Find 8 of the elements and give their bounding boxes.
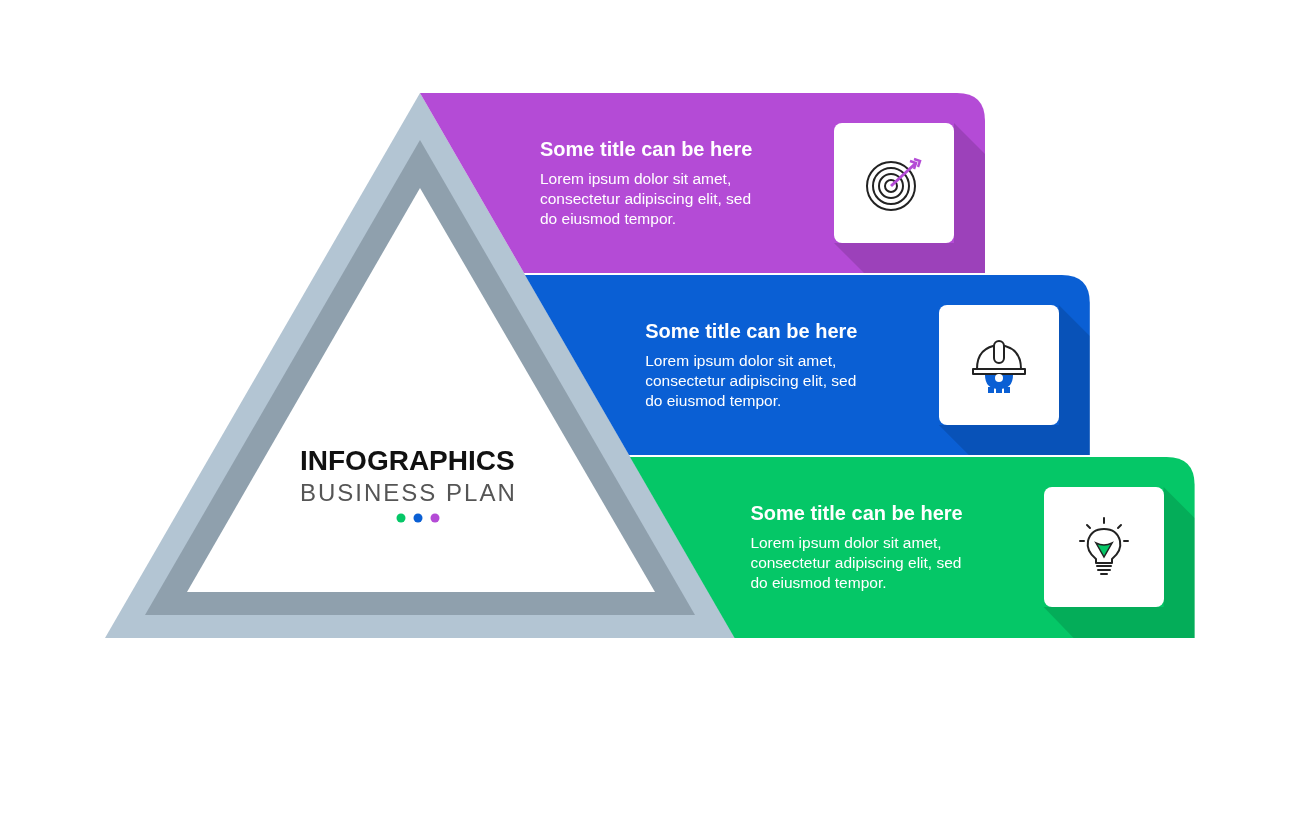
- item-description: Lorem ipsum dolor sit amet, consectetur adipiscing elit, sed do eiusmod tempor.: [645, 351, 858, 411]
- item-description: Lorem ipsum dolor sit amet, consectetur adipiscing elit, sed do eiusmod tempor.: [540, 169, 753, 229]
- item-title: Some title can be here: [540, 138, 753, 161]
- item-title: Some title can be here: [750, 502, 963, 525]
- item-title: Some title can be here: [645, 320, 858, 343]
- item-description: Lorem ipsum dolor sit amet, consectetur adipiscing elit, sed do eiusmod tempor.: [750, 533, 963, 593]
- subheading: BUSINESS PLAN: [300, 479, 517, 507]
- heading: INFOGRAPHICS: [300, 445, 515, 477]
